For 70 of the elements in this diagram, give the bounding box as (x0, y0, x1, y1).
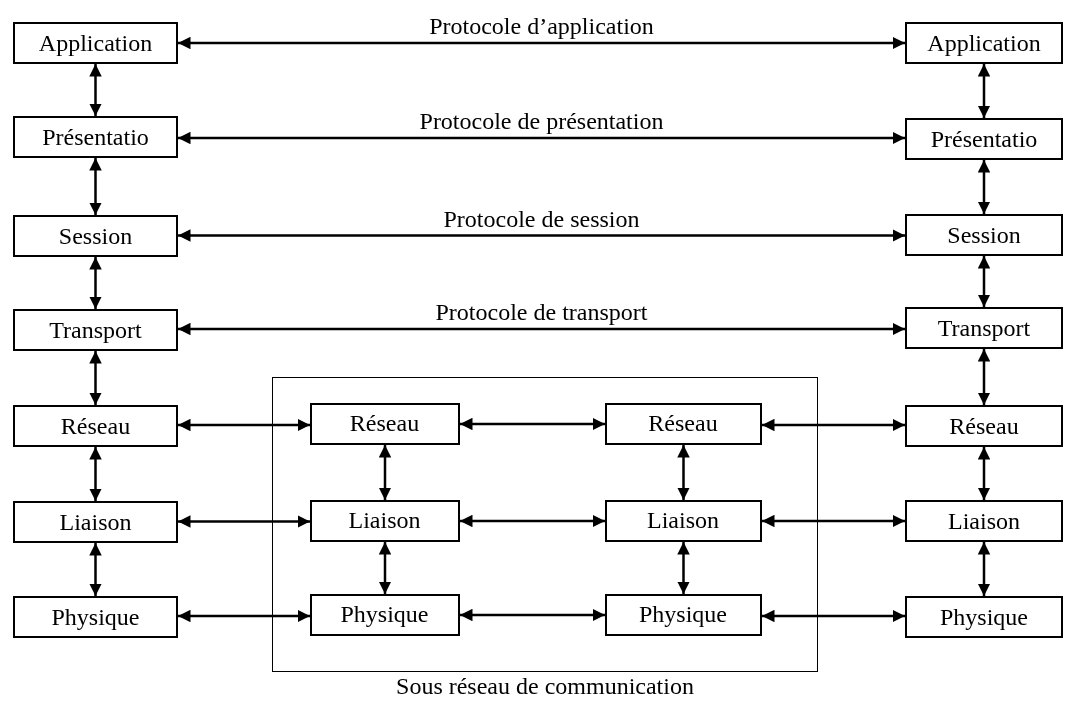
double-arrow (977, 349, 991, 405)
double-arrow (762, 418, 905, 432)
layer-box (604, 402, 762, 445)
layer-box (13, 596, 178, 638)
double-arrow (460, 608, 605, 622)
double-arrow (460, 417, 605, 431)
layer-box (604, 593, 762, 636)
layer-box (13, 22, 178, 64)
layer-label: Présentatio (930, 125, 1038, 153)
layer-box (905, 214, 1063, 256)
layer-label: Liaison (348, 507, 421, 534)
layer-box (905, 596, 1063, 638)
double-arrow (977, 64, 991, 118)
layer-label: Liaison (948, 507, 1020, 535)
layer-box (905, 500, 1063, 542)
double-arrow (977, 447, 991, 500)
layer-label: Physique (51, 603, 140, 631)
double-arrow (178, 131, 905, 145)
layer-label: Liaison (59, 508, 132, 536)
layer-label: Application (38, 29, 153, 57)
layer-box (13, 309, 178, 351)
layer-label: Physique (340, 601, 429, 628)
double-arrow (762, 514, 905, 528)
layer-label: Transport (937, 314, 1031, 342)
double-arrow (178, 36, 905, 50)
double-arrow (89, 257, 102, 309)
double-arrow (977, 160, 991, 214)
double-arrow (89, 351, 102, 405)
layer-box (13, 116, 178, 158)
double-arrow (178, 229, 905, 242)
double-arrow (762, 609, 905, 623)
double-arrow (178, 322, 905, 336)
layer-box (13, 501, 178, 543)
layer-box (905, 118, 1063, 160)
layer-box (905, 22, 1063, 64)
layer-box (13, 405, 178, 447)
layer-box (905, 307, 1063, 349)
layer-label: Réseau (648, 410, 718, 437)
frame-caption: Sous réseau de communication (395, 673, 695, 699)
double-arrow (89, 447, 102, 501)
double-arrow (677, 542, 690, 594)
layer-label: Réseau (60, 412, 131, 440)
layer-label: Réseau (349, 410, 420, 437)
double-arrow (460, 514, 605, 528)
layer-label: Présentatio (42, 123, 149, 151)
layer-label: Liaison (647, 507, 719, 534)
layer-label: Session (947, 221, 1021, 249)
layer-label: Réseau (949, 412, 1019, 440)
layer-label: Application (927, 29, 1041, 57)
double-arrow (178, 418, 310, 432)
layer-box (309, 499, 460, 542)
double-arrow (677, 445, 690, 500)
layer-box (13, 215, 178, 257)
layer-label: Session (58, 222, 133, 250)
double-arrow (178, 515, 310, 528)
layer-box (905, 405, 1063, 447)
double-arrow (378, 542, 392, 594)
layer-box (309, 593, 460, 636)
layer-label: Transport (49, 316, 142, 344)
layer-box (604, 499, 762, 542)
double-arrow (977, 542, 991, 596)
double-arrow (89, 543, 102, 596)
double-arrow (378, 445, 392, 500)
layer-label: Physique (940, 603, 1028, 631)
layer-box (309, 402, 460, 445)
double-arrow (89, 64, 102, 116)
double-arrow (178, 609, 310, 623)
double-arrow (977, 256, 991, 307)
double-arrow (89, 158, 102, 215)
layer-label: Physique (639, 601, 727, 628)
